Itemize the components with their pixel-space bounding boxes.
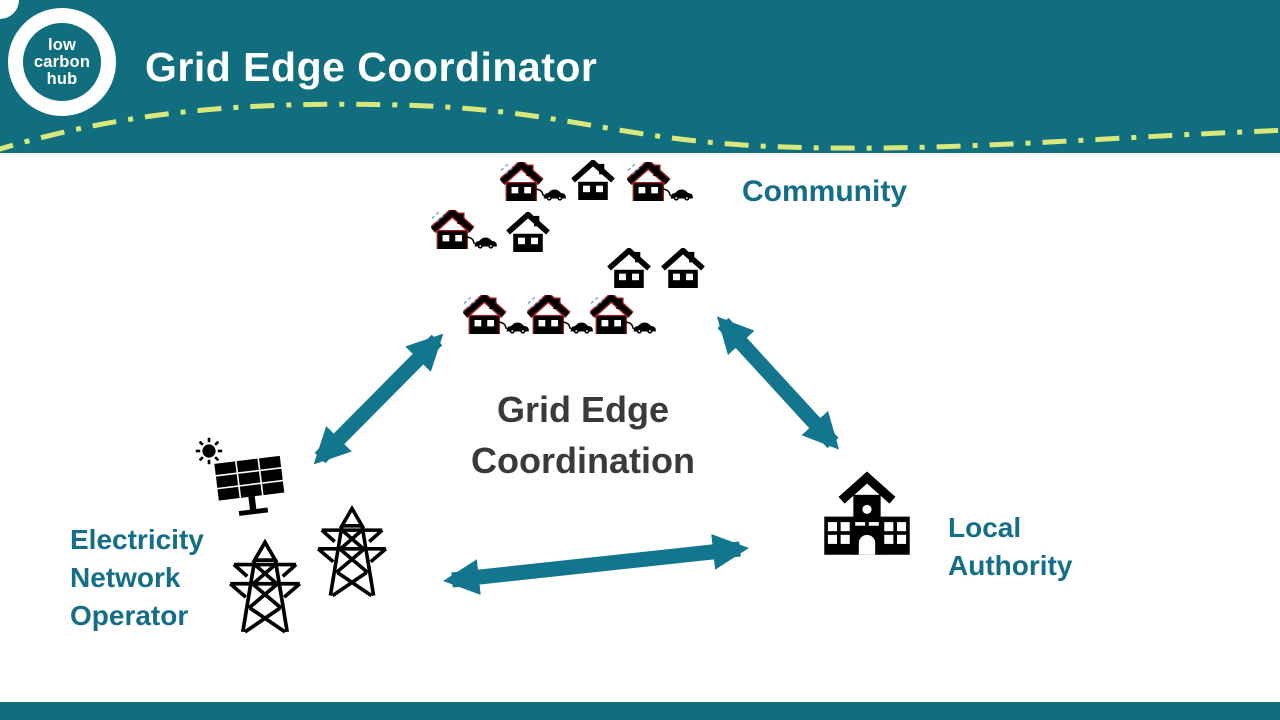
solar-house-ev-icon xyxy=(590,295,658,334)
eno-label-line-3: Operator xyxy=(70,600,189,631)
logo-text: low carbon hub xyxy=(33,35,91,88)
center-label-line-2: Coordination xyxy=(471,440,695,481)
house-icon xyxy=(607,248,651,288)
la-label-line-2: Authority xyxy=(948,550,1073,581)
town-hall-icon xyxy=(817,468,917,558)
double-arrow-community-la xyxy=(716,316,840,450)
pylon-icon xyxy=(228,537,302,635)
house-icon xyxy=(506,212,550,252)
center-label: Grid Edge Coordination xyxy=(400,384,766,486)
house-icon xyxy=(571,160,615,200)
la-label-line-1: Local xyxy=(948,512,1022,543)
electricity-network-operator-label: Electricity Network Operator xyxy=(70,521,204,635)
solar-house-ev-icon xyxy=(627,162,695,201)
solar-house-ev-icon xyxy=(431,210,499,249)
pylon-icon xyxy=(316,504,388,598)
double-arrow-community-eno xyxy=(313,333,444,465)
logo-line-3: hub xyxy=(46,69,78,88)
community-label: Community xyxy=(742,175,907,208)
eno-label-line-1: Electricity xyxy=(70,524,204,555)
solar-panel-icon xyxy=(206,453,296,521)
local-authority-label: Local Authority xyxy=(948,509,1072,585)
logo-line-2: carbon xyxy=(33,52,91,71)
solar-house-ev-icon xyxy=(527,295,595,334)
double-arrow-eno-la xyxy=(443,533,749,596)
house-icon xyxy=(661,248,705,288)
footer-bar xyxy=(0,702,1280,720)
solar-house-ev-icon xyxy=(500,162,568,201)
eno-label-line-2: Network xyxy=(70,562,181,593)
solar-house-ev-icon xyxy=(463,295,531,334)
center-label-line-1: Grid Edge xyxy=(496,389,670,430)
header-banner: low carbon hub Grid Edge Coordinator xyxy=(0,0,1280,153)
page-title: Grid Edge Coordinator xyxy=(145,44,598,90)
logo-line-1: low xyxy=(47,35,77,54)
